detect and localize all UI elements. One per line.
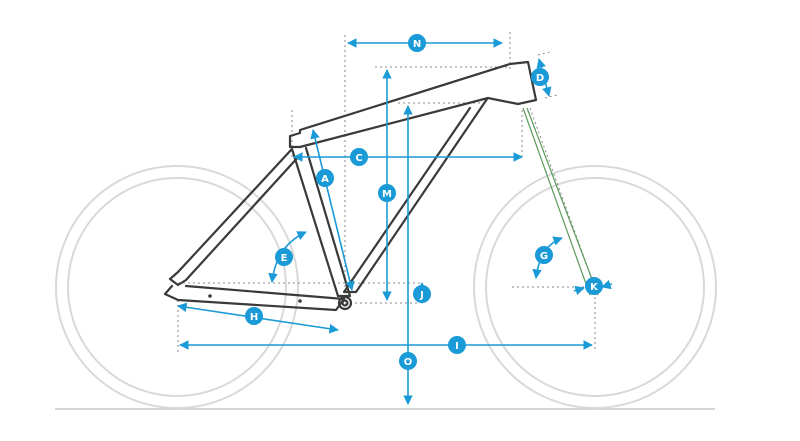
- svg-text:G: G: [540, 251, 548, 262]
- label-c: C: [350, 148, 368, 166]
- svg-text:O: O: [404, 357, 413, 368]
- svg-text:K: K: [590, 282, 599, 293]
- arrow-a: [310, 129, 355, 291]
- bike-frame: [163, 60, 538, 312]
- label-j: J: [413, 285, 431, 303]
- label-h: H: [245, 307, 263, 325]
- arrow-k-left: [573, 285, 585, 296]
- label-d: D: [531, 68, 549, 86]
- svg-text:C: C: [355, 153, 362, 164]
- measurement-arrows: [177, 38, 613, 405]
- label-n: N: [408, 34, 426, 52]
- svg-text:D: D: [536, 73, 544, 84]
- fork-axis: [522, 107, 599, 296]
- svg-text:I: I: [455, 341, 459, 352]
- svg-text:E: E: [281, 253, 288, 264]
- label-g: G: [535, 246, 553, 264]
- svg-text:J: J: [419, 290, 424, 301]
- label-k: K: [585, 277, 603, 295]
- svg-text:H: H: [250, 312, 258, 323]
- svg-text:N: N: [413, 39, 421, 50]
- rear-wheel: [55, 165, 299, 409]
- label-e: E: [275, 248, 293, 266]
- arrow-k-right: [601, 279, 613, 290]
- front-wheel: [473, 165, 717, 409]
- label-m: M: [378, 184, 396, 202]
- label-i: I: [448, 336, 466, 354]
- label-o: O: [399, 352, 417, 370]
- svg-text:A: A: [321, 174, 329, 185]
- label-a: A: [316, 169, 334, 187]
- svg-text:M: M: [382, 189, 392, 200]
